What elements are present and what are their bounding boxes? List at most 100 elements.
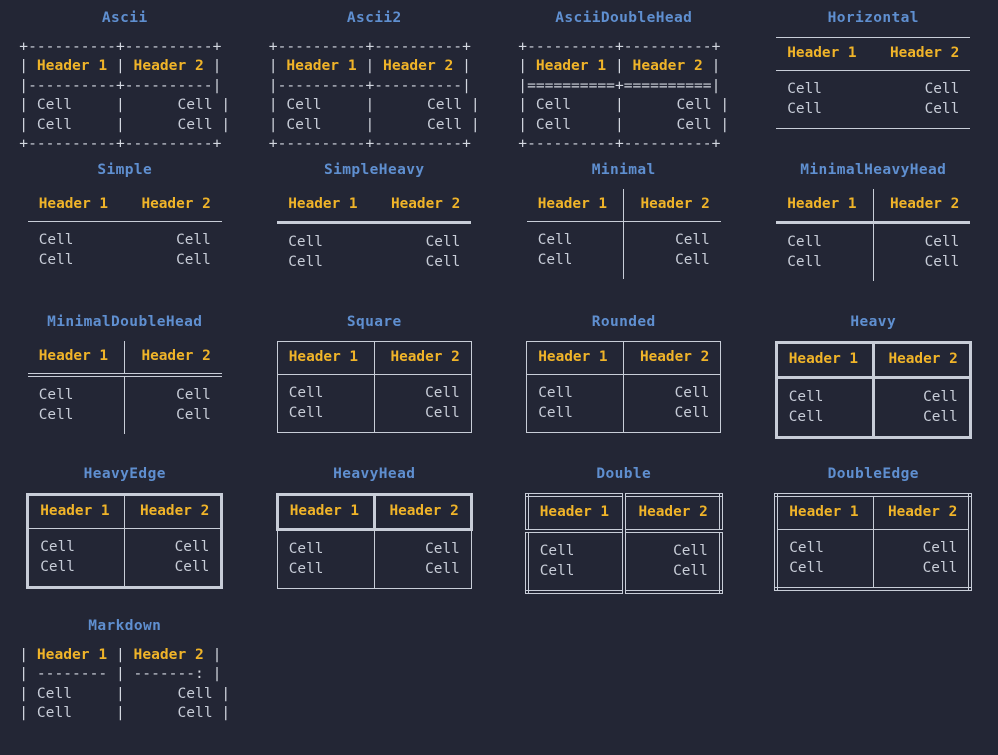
cell-value: Cell bbox=[624, 251, 721, 279]
column-header-1: Header 1 bbox=[776, 495, 873, 530]
column-header-2: Header 2 bbox=[374, 342, 471, 375]
cell-value: Cell bbox=[776, 559, 873, 589]
table-title: Double bbox=[596, 466, 651, 482]
column-header-1: Header 1 bbox=[277, 495, 374, 530]
table-title: HeavyHead bbox=[333, 466, 415, 482]
cell-value: Cell bbox=[125, 529, 222, 558]
table-title: SimpleHeavy bbox=[324, 162, 424, 178]
cell-value: Cell bbox=[776, 408, 873, 438]
column-header-1: Header 1 bbox=[536, 57, 606, 74]
cell-value: Cell bbox=[527, 404, 624, 433]
column-header-1: Header 1 bbox=[527, 342, 624, 375]
cell-value: Cell bbox=[527, 251, 624, 279]
cell-value: Cell bbox=[624, 531, 721, 561]
table-card-asciidoublehead: AsciiDoubleHead+----------+----------+ |… bbox=[499, 0, 749, 152]
column-header-2: Header 2 bbox=[125, 341, 222, 375]
table-title: Minimal bbox=[592, 162, 656, 178]
table-title: Markdown bbox=[88, 618, 161, 634]
cell-value: Cell bbox=[873, 530, 970, 559]
cell-value: Cell bbox=[28, 529, 125, 558]
cell-value: Cell bbox=[873, 71, 970, 100]
ascii-rule: |----------+----------| bbox=[19, 77, 221, 94]
cell-value: Cell bbox=[624, 222, 721, 251]
cell-value: Cell bbox=[873, 378, 970, 408]
cell-value: Cell bbox=[286, 96, 321, 113]
cell-value: Cell bbox=[776, 253, 873, 281]
column-header-1: Header 1 bbox=[28, 495, 125, 529]
cell-value: Cell bbox=[28, 558, 125, 588]
cell-value: Cell bbox=[873, 408, 970, 438]
column-header-1: Header 1 bbox=[527, 189, 624, 222]
column-header-1: Header 1 bbox=[776, 38, 873, 71]
table-title: AsciiDoubleHead bbox=[555, 10, 692, 26]
cell-value: Cell bbox=[125, 558, 222, 588]
table-title: MinimalDoubleHead bbox=[47, 314, 202, 330]
cell-value: Cell bbox=[873, 223, 970, 253]
cell-value: Cell bbox=[873, 559, 970, 589]
ascii-rule: | -------- | -------: | bbox=[19, 665, 221, 682]
cell-value: Cell bbox=[37, 116, 72, 133]
table-title: Square bbox=[347, 314, 402, 330]
cell-value: Cell bbox=[527, 222, 624, 251]
cell-value: Cell bbox=[374, 530, 471, 560]
column-header-2: Header 2 bbox=[383, 57, 453, 74]
column-header-1: Header 1 bbox=[277, 189, 374, 223]
ascii-table-ascii2: +----------+----------+ | Header 1 | Hea… bbox=[269, 37, 480, 153]
cell-value: Cell bbox=[37, 685, 72, 702]
column-header-2: Header 2 bbox=[624, 189, 721, 222]
column-header-2: Header 2 bbox=[125, 189, 222, 222]
table-title: Horizontal bbox=[828, 10, 919, 26]
column-header-2: Header 2 bbox=[134, 57, 204, 74]
column-header-1: Header 1 bbox=[527, 495, 624, 531]
cell-value: Cell bbox=[28, 406, 125, 434]
cell-value: Cell bbox=[427, 116, 462, 133]
cell-value: Cell bbox=[527, 562, 624, 592]
column-header-2: Header 2 bbox=[125, 495, 222, 529]
table-card-markdown: Markdown| Header 1 | Header 2 | | ------… bbox=[0, 608, 250, 755]
table-title: HeavyEdge bbox=[84, 466, 166, 482]
cell-value: Cell bbox=[177, 704, 212, 721]
cell-value: Cell bbox=[776, 100, 873, 129]
cell-value: Cell bbox=[527, 531, 624, 561]
cell-value: Cell bbox=[374, 223, 471, 253]
